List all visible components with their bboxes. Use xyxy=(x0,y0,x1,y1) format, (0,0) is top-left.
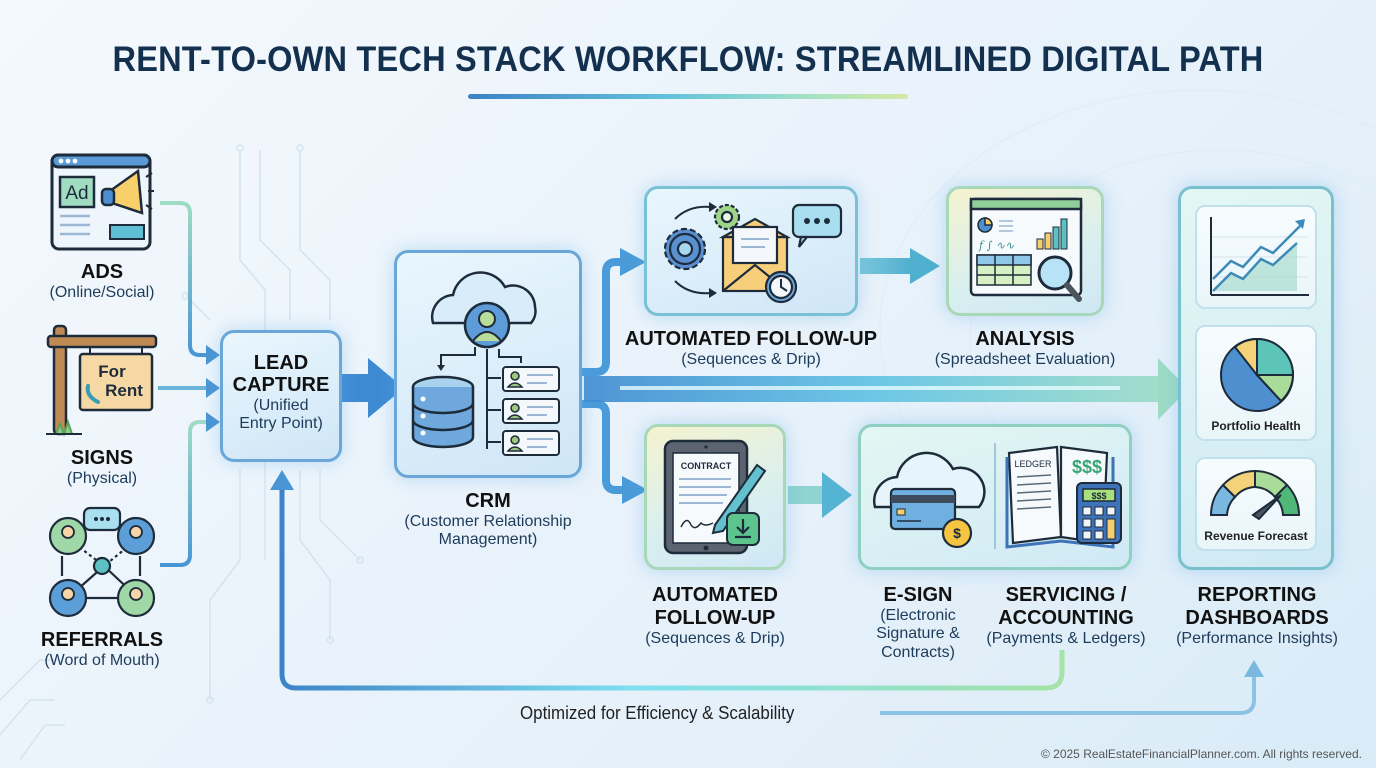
gears-email-clock-icon xyxy=(663,202,843,304)
ads-title: ADS xyxy=(80,261,124,283)
ledger-calculator-icon: LEDGER $$$ $$$ xyxy=(1005,445,1122,549)
lead-capture-subtitle-1: (Unified xyxy=(253,396,309,414)
reporting-subtitle: (Performance Insights) xyxy=(1176,630,1338,647)
crm-subtitle-1: (Customer Relationship xyxy=(404,513,572,530)
referral-network-icon xyxy=(48,506,156,618)
signs-icon: For Rent xyxy=(46,322,158,438)
analysis-card[interactable]: f ∫ ∿∿ xyxy=(946,186,1104,316)
servicing-title-1: SERVICING / xyxy=(1005,584,1127,606)
referrals-source-label: REFERRALS (Word of Mouth) xyxy=(20,629,184,670)
upper-followup-title: AUTOMATED FOLLOW-UP xyxy=(624,328,878,350)
servicing-label: SERVICING / ACCOUNTING (Payments & Ledge… xyxy=(976,584,1156,648)
analysis-label: ANALYSIS (Spreadsheet Evaluation) xyxy=(916,328,1134,369)
svg-text:Rent: Rent xyxy=(105,381,143,400)
lower-followup-title-1: AUTOMATED xyxy=(652,584,778,606)
crm-title: CRM xyxy=(465,490,511,512)
crm-label: CRM (Customer Relationship Management) xyxy=(376,490,600,550)
revenue-forecast-label: Revenue Forecast xyxy=(1204,529,1308,543)
esign-subtitle-3: Contracts) xyxy=(881,643,955,661)
title-underline xyxy=(468,94,908,99)
esign-subtitle-2: Signature & xyxy=(876,625,960,643)
upper-followup-subtitle: (Sequences & Drip) xyxy=(681,351,821,368)
reporting-title-1: REPORTING xyxy=(1197,584,1317,606)
servicing-title-2: ACCOUNTING xyxy=(998,607,1134,629)
followup-to-esign-arrow xyxy=(822,472,852,518)
lower-followup-subtitle: (Sequences & Drip) xyxy=(645,630,785,647)
signs-source-label: SIGNS (Physical) xyxy=(20,447,184,488)
crm-card[interactable] xyxy=(394,250,582,478)
feedback-loop-connector xyxy=(279,490,1065,691)
esign-servicing-card[interactable]: $ LEDGER $$$ $$$ xyxy=(858,424,1132,570)
referrals-connector xyxy=(160,420,208,567)
copyright-notice: © 2025 RealEstateFinancialPlanner.com. A… xyxy=(1040,747,1362,761)
svg-text:Ad: Ad xyxy=(65,183,88,204)
reporting-panel-line-chart[interactable] xyxy=(1195,205,1317,309)
lead-capture-subtitle-2: Entry Point) xyxy=(239,414,323,432)
ad-megaphone-icon: Ad xyxy=(50,153,154,251)
svg-text:$: $ xyxy=(953,525,961,541)
portfolio-health-label: Portfolio Health xyxy=(1211,419,1301,433)
esign-subtitle-1: (Electronic xyxy=(880,607,956,624)
servicing-subtitle: (Payments & Ledgers) xyxy=(986,630,1146,647)
upper-followup-label: AUTOMATED FOLLOW-UP (Sequences & Drip) xyxy=(610,328,892,369)
spreadsheet-magnifier-icon: f ∫ ∿∿ xyxy=(969,197,1083,302)
ads-connector xyxy=(160,201,208,357)
lower-followup-label: AUTOMATED FOLLOW-UP (Sequences & Drip) xyxy=(618,584,812,648)
tablet-contract-icon: CONTRACT xyxy=(663,439,767,555)
reporting-label: REPORTING DASHBOARDS (Performance Insigh… xyxy=(1160,584,1354,648)
reporting-panel-revenue-forecast[interactable]: Revenue Forecast xyxy=(1195,457,1317,551)
referrals-subtitle: (Word of Mouth) xyxy=(44,652,160,669)
referrals-title: REFERRALS xyxy=(40,629,164,651)
svg-text:For: For xyxy=(98,362,126,381)
svg-text:f ∫ ∿∿: f ∫ ∿∿ xyxy=(978,239,1015,252)
reporting-panel-portfolio-health[interactable]: Portfolio Health xyxy=(1195,325,1317,441)
ads-source-label: ADS (Online/Social) xyxy=(20,261,184,302)
lead-capture-title-1: LEAD xyxy=(253,352,309,374)
svg-text:$$$: $$$ xyxy=(1072,457,1102,477)
signs-subtitle: (Physical) xyxy=(66,470,138,487)
page-title: RENT-TO-OWN TECH STACK WORKFLOW: STREAML… xyxy=(112,40,1264,79)
svg-text:CONTRACT: CONTRACT xyxy=(681,461,732,471)
crm-subtitle-2: Management) xyxy=(438,531,538,549)
upper-followup-card[interactable] xyxy=(644,186,858,316)
cloud-card-coin-icon: $ xyxy=(873,443,996,549)
reporting-title-2: DASHBOARDS xyxy=(1185,607,1329,629)
cloud-database-contacts-icon xyxy=(411,271,560,456)
lower-followup-title-2: FOLLOW-UP xyxy=(654,607,776,629)
followup-to-analysis-arrow xyxy=(910,248,940,284)
lead-capture-card[interactable] xyxy=(220,330,342,462)
pie-chart-icon xyxy=(1220,337,1295,412)
footer-to-reporting-connector xyxy=(880,675,1256,715)
esign-label: E-SIGN (Electronic Signature & Contracts… xyxy=(860,584,976,662)
footer-tagline: Optimized for Efficiency & Scalability xyxy=(520,703,795,723)
analysis-subtitle: (Spreadsheet Evaluation) xyxy=(934,351,1116,368)
analysis-title: ANALYSIS xyxy=(975,328,1075,350)
lower-followup-card[interactable]: CONTRACT xyxy=(644,424,786,570)
lead-capture-label: LEAD CAPTURE (Unified Entry Point) xyxy=(222,352,340,433)
ads-icon: Ad xyxy=(50,153,154,251)
lead-to-crm-arrow xyxy=(368,358,404,418)
ads-subtitle: (Online/Social) xyxy=(49,284,155,301)
line-chart-icon xyxy=(1210,217,1309,296)
svg-text:$$$: $$$ xyxy=(1091,491,1106,501)
for-rent-sign-icon: For Rent xyxy=(46,324,158,437)
gauge-icon xyxy=(1209,469,1301,521)
esign-title: E-SIGN xyxy=(883,584,953,606)
signs-title: SIGNS xyxy=(70,447,134,469)
svg-text:LEDGER: LEDGER xyxy=(1014,459,1052,469)
lead-capture-title-2: CAPTURE xyxy=(232,374,330,397)
referrals-icon xyxy=(46,506,160,620)
reporting-dashboards-card[interactable]: Portfolio Health Revenue Forecast xyxy=(1178,186,1334,570)
